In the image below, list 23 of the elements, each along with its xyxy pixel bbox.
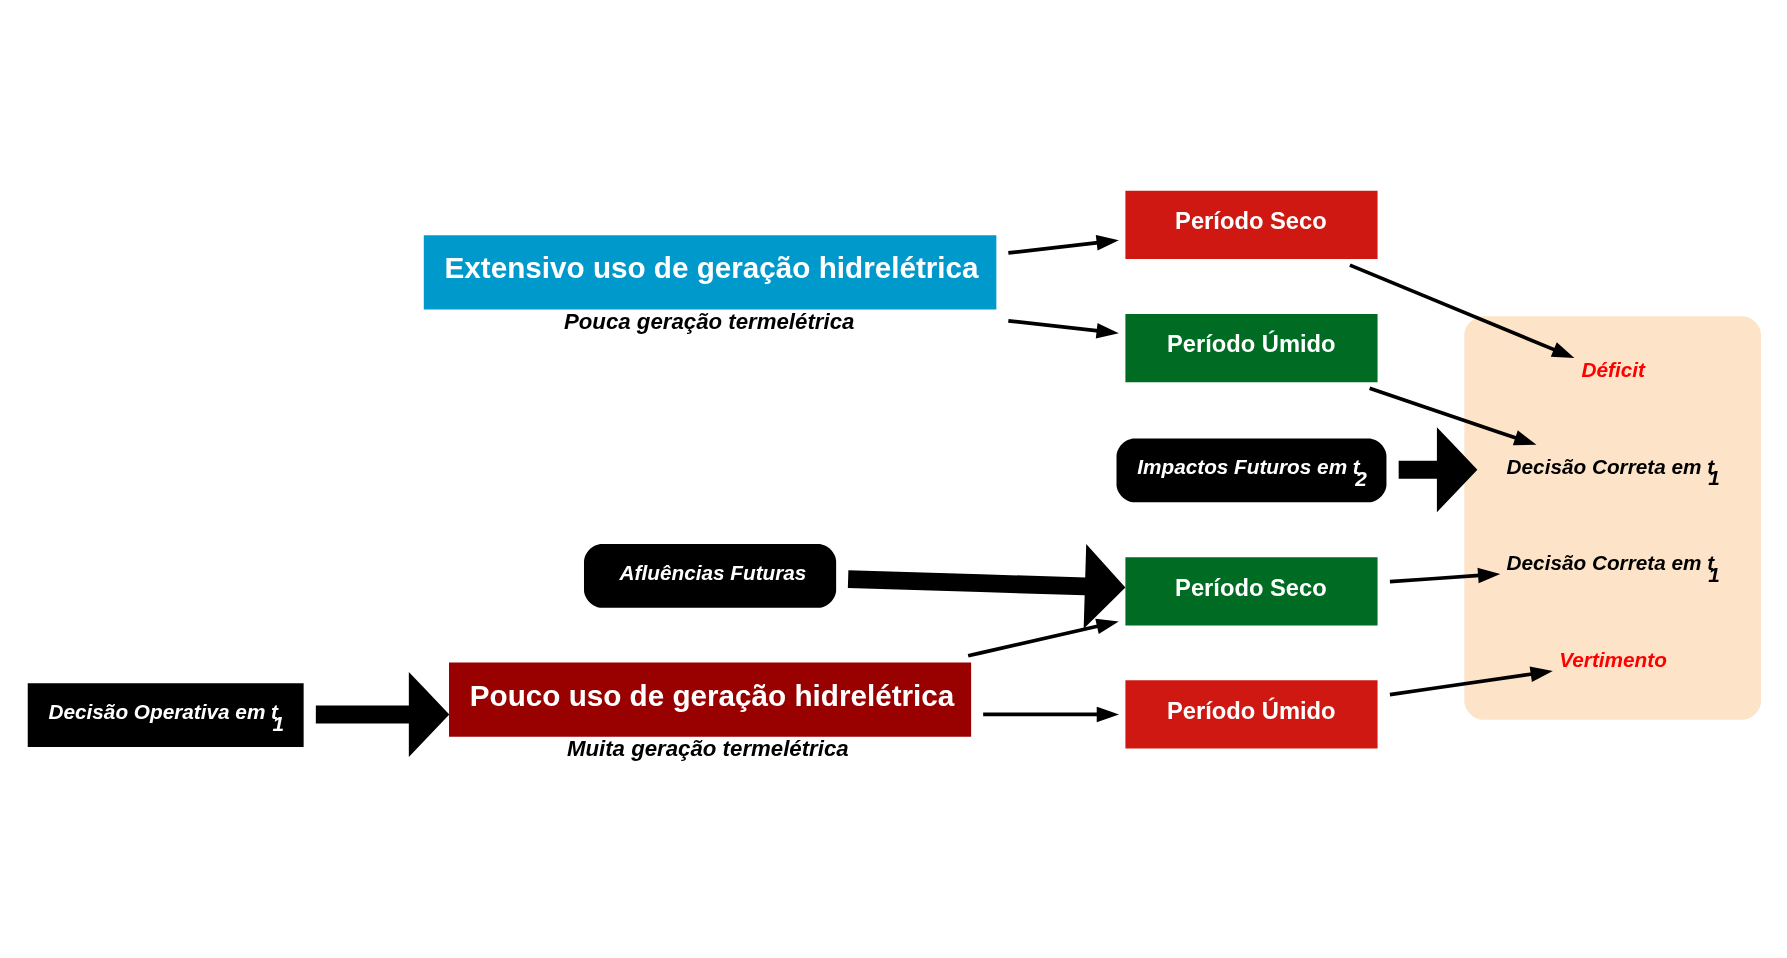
node-label: Muita geração termelétrica — [566, 736, 849, 762]
node-box: Pouco uso de geração hidrelétrica — [448, 662, 971, 737]
node-box: Período Úmido — [1124, 314, 1378, 383]
arrow — [1389, 666, 1553, 697]
arrow — [967, 618, 1119, 658]
node-box: Período Seco — [1124, 557, 1378, 626]
arrow — [1348, 263, 1574, 359]
node-label: Pouca geração termelétrica — [563, 308, 854, 334]
node-box: Afluências Futuras — [583, 543, 836, 608]
arrow — [315, 671, 449, 757]
arrow — [1007, 318, 1119, 339]
arrow — [847, 543, 1125, 629]
arrow — [1389, 567, 1500, 584]
node-box: Período Seco — [1124, 190, 1378, 260]
arrow — [982, 706, 1119, 723]
cluster — [1463, 316, 1761, 720]
arrow — [1368, 386, 1536, 446]
arrow — [1007, 234, 1119, 255]
arrow — [1398, 427, 1477, 513]
node-text: Vertimento — [1558, 647, 1667, 671]
node-text: Déficit — [1581, 358, 1645, 382]
node-box: Extensivo uso de geração hidrelétrica — [423, 235, 996, 310]
node-box: Período Úmido — [1124, 680, 1378, 749]
